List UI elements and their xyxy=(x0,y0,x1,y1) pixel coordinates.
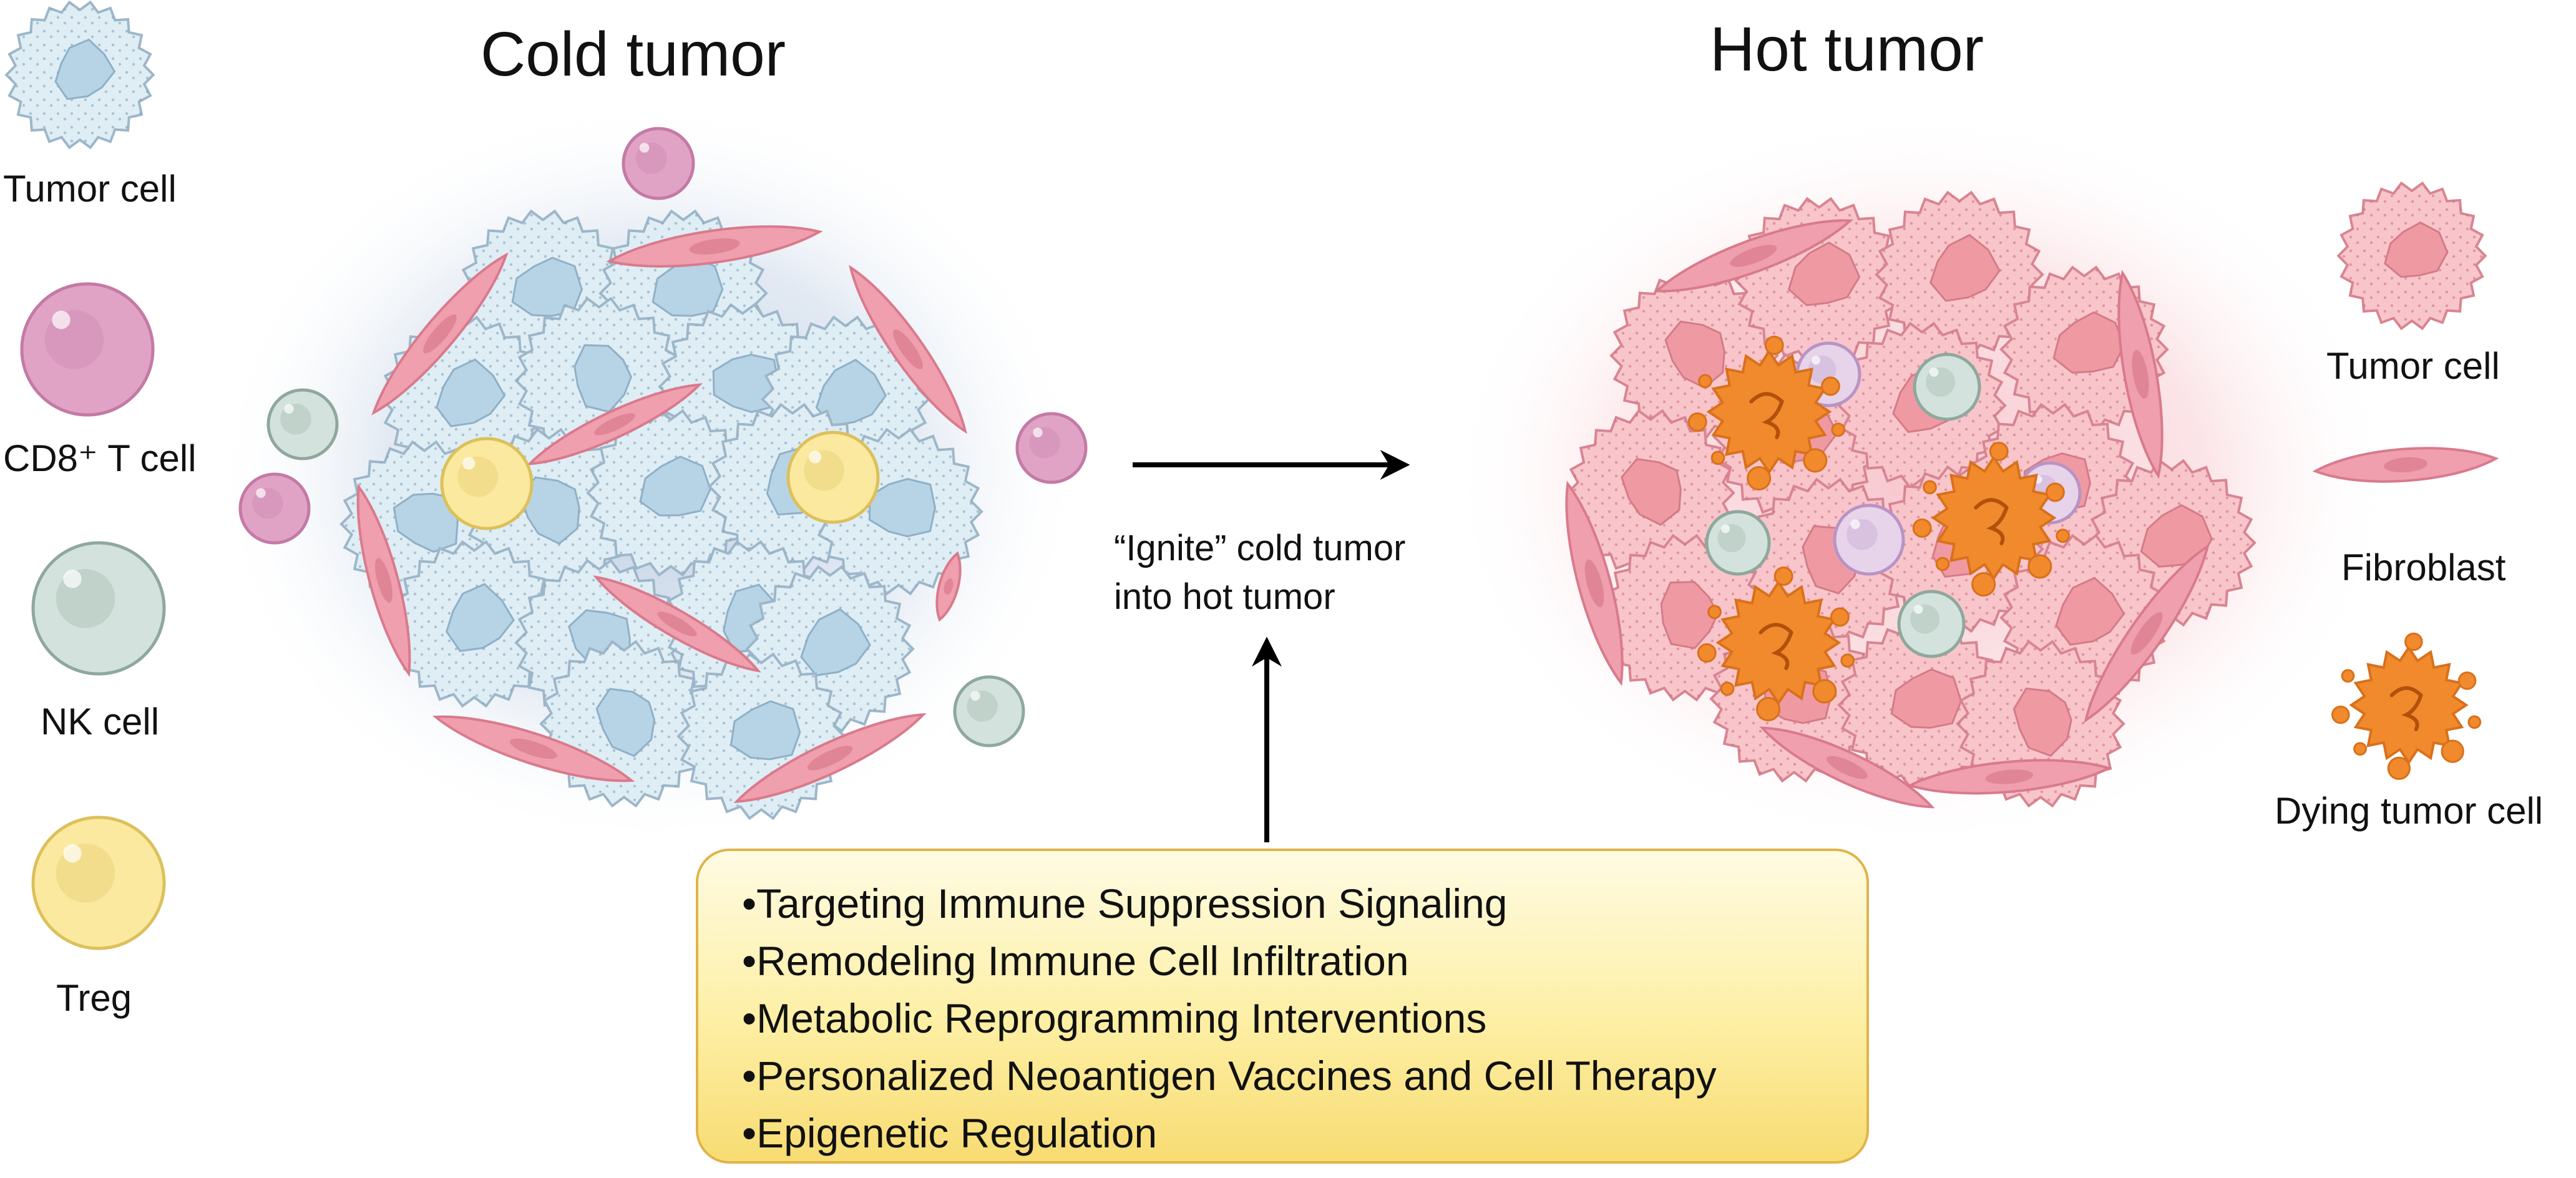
fibroblast xyxy=(371,252,509,416)
legend-label-fibroblast: Fibroblast xyxy=(2341,547,2506,588)
dying-tumor-cell xyxy=(1697,566,1855,722)
legend-label-dying-tumor-cell: Dying tumor cell xyxy=(2275,790,2544,832)
legend-label-nk-cell: NK cell xyxy=(41,701,160,742)
fibroblast xyxy=(2084,543,2210,723)
fibroblast xyxy=(593,575,761,673)
hot-tumor-title: Hot tumor xyxy=(1710,14,1984,84)
cold-tumor-title: Cold tumor xyxy=(481,19,786,89)
hot-tumor-cluster xyxy=(1565,190,2256,809)
treg-cell xyxy=(786,431,880,524)
nk-cell xyxy=(1897,590,1966,658)
cold-tumor-cell xyxy=(389,540,559,708)
legend-nk-cell xyxy=(31,541,166,676)
fibroblast xyxy=(1906,759,2112,795)
strategy-item: •Metabolic Reprogramming Interventions xyxy=(742,995,1487,1041)
dying-tumor-cell xyxy=(1912,441,2071,597)
strategy-item: •Targeting Immune Suppression Signaling xyxy=(742,880,1508,927)
dying-tumor-cell xyxy=(2331,632,2482,781)
hot-tumor-cell xyxy=(1875,190,2044,359)
dying-tumor-cell xyxy=(1687,335,1846,491)
fibroblast xyxy=(1565,480,1624,686)
legend-treg xyxy=(31,815,166,950)
nk-cell xyxy=(1913,353,1981,421)
fibroblast xyxy=(1759,726,1935,809)
legend-label-cd8-t-cell: CD8⁺ T cell xyxy=(3,437,197,479)
legend-label-tumor-cell-right: Tumor cell xyxy=(2326,345,2500,387)
nk-cell xyxy=(1705,510,1771,576)
cd8-t-cell xyxy=(622,127,695,200)
fibroblast xyxy=(733,713,927,804)
hot-tumor-cell xyxy=(2336,181,2487,331)
legend-icons xyxy=(4,0,2499,950)
legend-label-tumor-cell-left: Tumor cell xyxy=(3,168,177,210)
cd8-t-cell xyxy=(238,472,311,545)
strategy-item: •Epigenetic Regulation xyxy=(742,1110,1158,1156)
strategy-item: •Remodeling Immune Cell Infiltration xyxy=(742,938,1409,984)
legend-label-treg: Treg xyxy=(56,977,132,1019)
fibroblast xyxy=(356,483,411,678)
nk-cell xyxy=(266,388,339,460)
fibroblast xyxy=(432,715,635,782)
strategy-box: •Targeting Immune Suppression Signaling … xyxy=(696,849,1869,1164)
fibroblast xyxy=(2117,270,2164,479)
cold-tumor-cluster xyxy=(238,127,1088,820)
cold-tumor-cell xyxy=(586,409,756,577)
fibroblast xyxy=(606,225,823,268)
strategy-list: •Targeting Immune Suppression Signaling … xyxy=(742,875,1866,1162)
legend-fibroblast xyxy=(2312,447,2499,483)
cd8-t-cell xyxy=(1833,504,1905,576)
fibroblast xyxy=(526,383,703,465)
cold-tumor-cell xyxy=(4,0,155,150)
nk-cell xyxy=(953,675,1025,747)
fibroblast xyxy=(849,265,967,434)
cd8-t-cell xyxy=(1015,412,1088,484)
legend-cd8-t-cell xyxy=(20,282,155,417)
treg-cell xyxy=(440,437,534,530)
fibroblast xyxy=(935,551,962,622)
strategy-item: •Personalized Neoantigen Vaccines and Ce… xyxy=(742,1053,1717,1099)
transition-label-line-2: into hot tumor xyxy=(1114,577,1335,617)
fibroblast xyxy=(1654,219,1853,293)
transition-label-line-1: “Ignite” cold tumor xyxy=(1114,528,1406,568)
